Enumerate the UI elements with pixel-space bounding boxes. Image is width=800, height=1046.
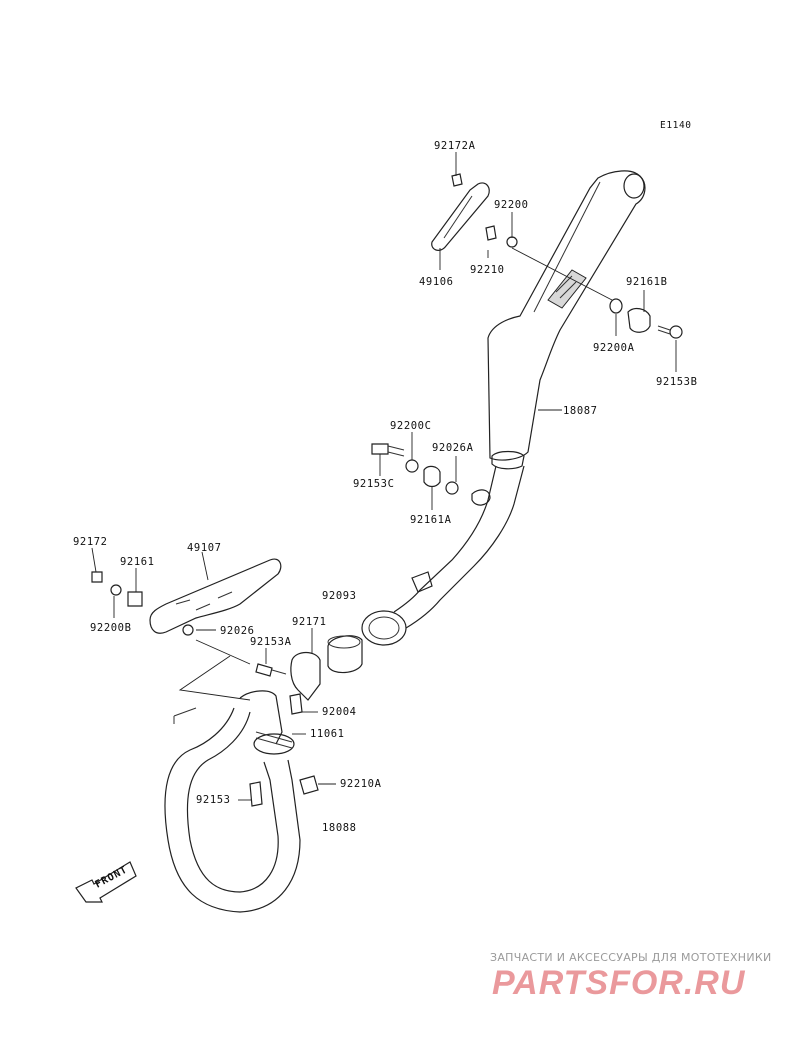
part-label-92172A: 92172A — [434, 140, 476, 152]
gasket-clamp — [255, 635, 363, 715]
middle-hardware — [371, 443, 459, 495]
part-label-92026A: 92026A — [432, 442, 474, 454]
watermark-subtitle: ЗАПЧАСТИ И АКСЕССУАРЫ ДЛЯ МОТОТЕХНИКИ — [490, 951, 772, 964]
part-label-92153: 92153 — [196, 794, 231, 806]
part-label-92153C: 92153C — [353, 478, 395, 490]
part-label-92210: 92210 — [470, 264, 505, 276]
front-arrow-icon — [75, 861, 137, 903]
upper-hardware — [485, 225, 683, 339]
part-label-18088: 18088 — [322, 822, 357, 834]
part-label-92200B: 92200B — [90, 622, 132, 634]
part-label-49106: 49106 — [419, 276, 454, 288]
part-label-92161A: 92161A — [410, 514, 452, 526]
part-label-92161B: 92161B — [626, 276, 668, 288]
part-label-49107: 49107 — [187, 542, 222, 554]
muffler-18087 — [361, 170, 646, 646]
part-label-18087: 18087 — [563, 405, 598, 417]
part-label-92210A: 92210A — [340, 778, 382, 790]
part-label-92172: 92172 — [73, 536, 108, 548]
bracket-49106 — [431, 173, 490, 251]
part-label-92004: 92004 — [322, 706, 357, 718]
leader-lines — [91, 152, 677, 801]
part-label-92026: 92026 — [220, 625, 255, 637]
part-label-11061: 11061 — [310, 728, 345, 740]
part-label-92200C: 92200C — [390, 420, 432, 432]
part-label-92153B: 92153B — [656, 376, 698, 388]
part-label-92200A: 92200A — [593, 342, 635, 354]
bracket-49107 — [91, 558, 282, 636]
part-label-92200: 92200 — [494, 199, 529, 211]
part-label-92171: 92171 — [292, 616, 327, 628]
diagram-code: E1140 — [660, 120, 692, 131]
part-label-92153A: 92153A — [250, 636, 292, 648]
part-label-92161: 92161 — [120, 556, 155, 568]
header-pipe-18088 — [164, 690, 319, 913]
part-label-92093: 92093 — [322, 590, 357, 602]
watermark-logo: PARTSFOR.RU — [492, 964, 746, 1002]
